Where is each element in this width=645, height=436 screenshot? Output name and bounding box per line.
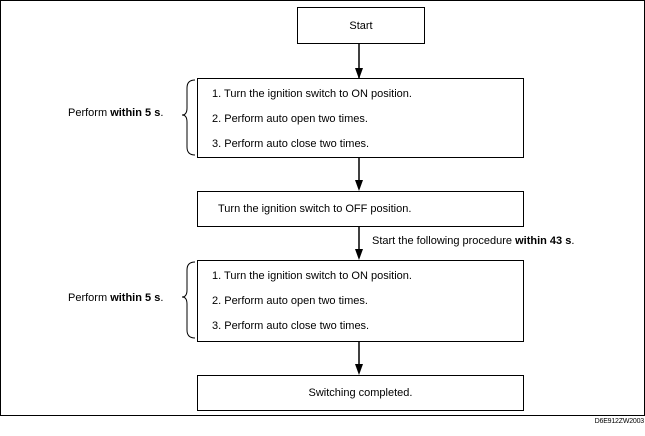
end-box: Switching completed. [197,375,524,411]
start-box: Start [297,7,425,44]
end-label: Switching completed. [308,387,413,399]
step-2-3: 3. Perform auto close two times. [212,320,370,332]
off-label: Turn the ignition switch to OFF position… [218,203,412,215]
step-box-2: 1. Turn the ignition switch to ON positi… [197,260,524,342]
perform-time-1: within 5 s [110,107,161,119]
step-box-1: 1. Turn the ignition switch to ON positi… [197,78,524,158]
off-box: Turn the ignition switch to OFF position… [197,191,524,227]
brace-group2 [181,261,196,339]
start-label: Start [349,19,373,32]
perform-time-2: within 5 s [110,292,161,304]
transition-label: Start the following procedure within 43 … [372,235,575,247]
figure-code: D6E912ZW2003 [594,418,645,425]
brace-group1 [181,79,196,156]
perform-label-2: Perform within 5 s. [68,292,164,304]
perform-label-1: Perform within 5 s. [68,107,164,119]
step-1-1: 1. Turn the ignition switch to ON positi… [212,88,412,100]
transition-time: within 43 s [515,235,572,247]
step-1-2: 2. Perform auto open two times. [212,113,368,125]
step-1-3: 3. Perform auto close two times. [212,138,370,150]
step-2-1: 1. Turn the ignition switch to ON positi… [212,270,412,282]
step-2-2: 2. Perform auto open two times. [212,295,368,307]
